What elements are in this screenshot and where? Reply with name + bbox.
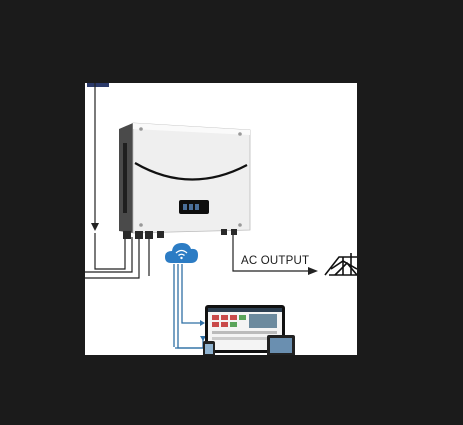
ac-output-arrow — [232, 235, 318, 275]
laptop-icon — [205, 305, 285, 353]
solar-inverter-icon — [119, 122, 251, 239]
cloud-wifi-icon — [165, 243, 198, 263]
inverter-display — [179, 200, 209, 214]
tablet-icon — [267, 335, 295, 355]
dc-input-wires — [85, 83, 150, 279]
diagram-panel: AC OUTPUT — [85, 83, 357, 355]
diagram-canvas — [85, 83, 357, 355]
top-connector-tab — [87, 83, 109, 87]
smartphone-icon — [203, 341, 215, 355]
power-transmission-tower-icon — [324, 253, 357, 276]
monitoring-wires — [173, 264, 209, 349]
ac-output-label: AC OUTPUT — [241, 255, 310, 267]
inverter-connectors — [123, 229, 237, 239]
